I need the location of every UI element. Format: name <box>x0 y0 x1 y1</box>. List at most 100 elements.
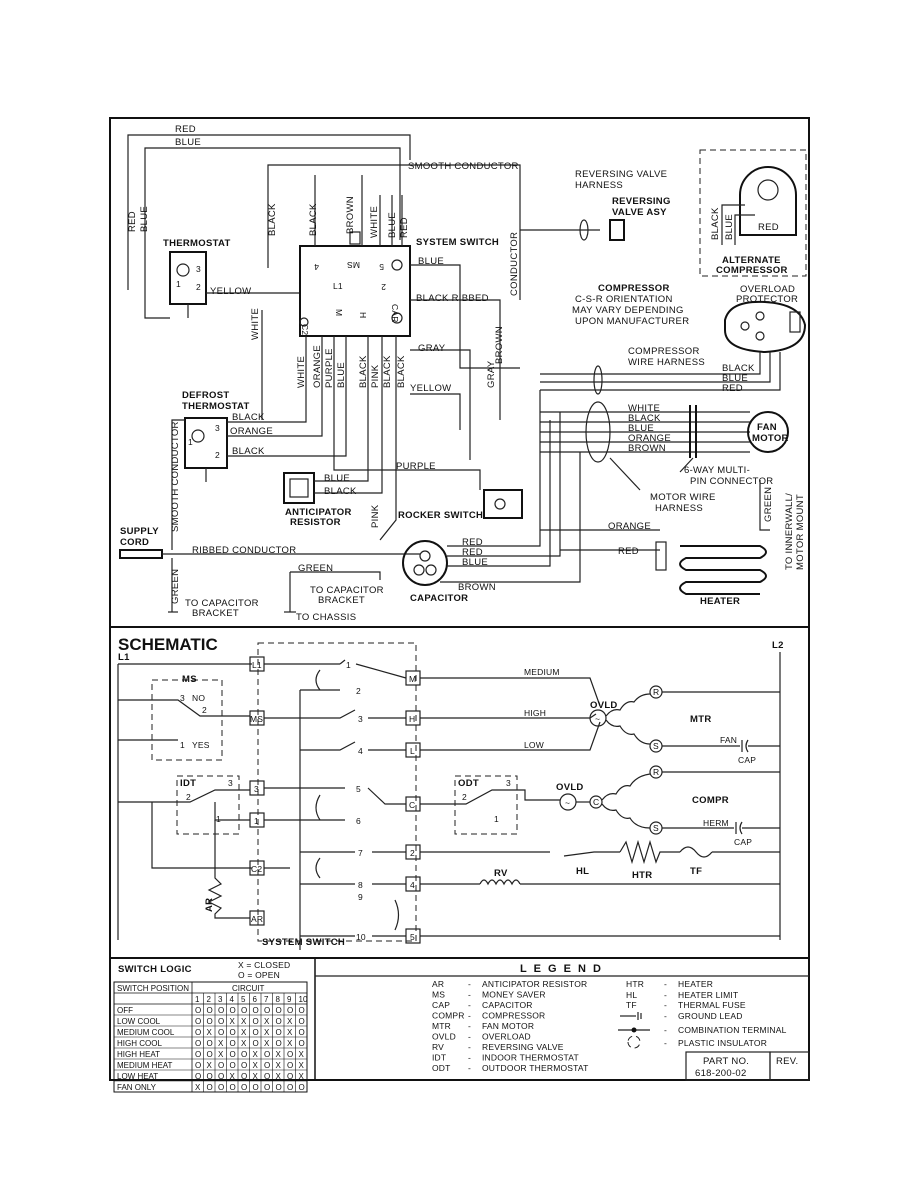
defrost-black-label-1: BLACK <box>232 412 265 423</box>
hl-label: HL <box>576 866 589 877</box>
logic-cell: O <box>195 1061 201 1070</box>
rv-asy-label-2: VALVE ASY <box>612 207 667 218</box>
wire-label-black-switch: BLACK <box>308 203 319 236</box>
ms-box <box>151 679 223 761</box>
logic-row-position: LOW COOL <box>117 1017 161 1026</box>
logic-cell: X <box>253 1072 259 1081</box>
compr-label: COMPR <box>692 795 729 806</box>
csr-note-2: MAY VARY DEPENDING <box>572 305 684 316</box>
legend-desc: OUTDOOR THERMOSTAT <box>482 1063 589 1073</box>
fan-cap-label: CAP <box>738 755 756 765</box>
logic-cell: X <box>287 1028 293 1037</box>
svg-text:1: 1 <box>494 814 499 824</box>
logic-cell: O <box>276 1028 282 1037</box>
svg-text:1: 1 <box>180 740 185 750</box>
odt-box <box>454 775 518 835</box>
logic-cell: O <box>276 1006 282 1015</box>
overload-label-2: PROTECTOR <box>736 294 798 305</box>
rev-box <box>769 1051 810 1081</box>
logic-cell: O <box>241 1083 247 1092</box>
logic-cell: O <box>195 1028 201 1037</box>
medium-label: MEDIUM <box>524 667 560 677</box>
comp-black-label: BLACK <box>722 363 755 374</box>
logic-cell: O <box>253 1017 259 1026</box>
left-terminals: L1 MS 3 1 C2 AR <box>249 656 265 926</box>
rv-asy-label-1: REVERSING <box>612 196 671 207</box>
logic-cell: X <box>287 1039 293 1048</box>
logic-cell: O <box>287 1083 293 1092</box>
legend-desc: OVERLOAD <box>482 1032 531 1042</box>
wire-label-gray: GRAY <box>418 343 446 354</box>
to-innerwall-2: MOTOR MOUNT <box>795 494 806 570</box>
system-switch-body <box>299 245 411 337</box>
thermostat: 3 1 2 <box>169 251 207 318</box>
svg-text:H: H <box>358 312 368 318</box>
legend-dash: - <box>664 1025 667 1035</box>
wire-label-orange-b: ORANGE <box>312 345 323 388</box>
legend-dash: - <box>468 1021 471 1031</box>
herm-cap-label: CAP <box>734 837 752 847</box>
logic-cell: X <box>253 1061 259 1070</box>
odt-label: ODT <box>458 778 479 789</box>
logic-cell: X <box>299 1061 305 1070</box>
logic-cell: X <box>253 1050 259 1059</box>
comp-red-label: RED <box>722 383 743 394</box>
wire-label-red-left: RED <box>127 211 138 232</box>
logic-col-position: SWITCH POSITION <box>117 984 189 993</box>
multi-pin-label-2: PIN CONNECTOR <box>690 476 773 487</box>
logic-cell: O <box>207 1050 213 1059</box>
ar-label-1: ANTICIPATOR <box>285 507 352 518</box>
logic-col-circuit: CIRCUIT <box>232 984 265 993</box>
wire-label-pink-b: PINK <box>370 364 381 388</box>
csr-note-3: UPON MANUFACTURER <box>575 316 689 327</box>
outer-frame <box>109 117 810 1081</box>
logic-cell: O <box>218 1083 224 1092</box>
htr-label: HTR <box>632 870 652 881</box>
idt-label: IDT <box>180 778 196 789</box>
svg-text:2: 2 <box>202 705 207 715</box>
wire-label-brown-switch: BROWN <box>345 196 356 234</box>
switch-logic-title: SWITCH LOGIC <box>118 964 192 975</box>
wire-label-purple-b: PURPLE <box>324 348 335 388</box>
rev-label: REV. <box>776 1056 799 1067</box>
legend-dash: - <box>468 979 471 989</box>
logic-cell: O <box>299 1006 305 1015</box>
contact-6: 6 <box>356 816 361 826</box>
svg-text:4: 4 <box>314 262 319 272</box>
logic-cell: X <box>218 1039 224 1048</box>
logic-cell: X <box>299 1050 305 1059</box>
legend-abbr: ODT <box>432 1063 451 1073</box>
alt-black-label: BLACK <box>710 207 721 240</box>
logic-cell: X <box>207 1061 213 1070</box>
multi-pin-label-1: 6-WAY MULTI- <box>684 465 750 476</box>
contact-1: 1 <box>346 660 351 670</box>
logic-cell: X <box>195 1083 201 1092</box>
logic-circuit-header: 10 <box>299 995 308 1004</box>
svg-text:2: 2 <box>462 792 467 802</box>
logic-cell: O <box>299 1017 305 1026</box>
legend-dash: - <box>468 1032 471 1042</box>
switch-contacts: 1 2 3 4 5 6 7 8 9 10 <box>264 659 407 950</box>
logic-cell: X <box>241 1028 247 1037</box>
term-h: H <box>409 714 415 724</box>
to-innerwall-1: TO INNERWALL/ <box>784 493 795 570</box>
to-chassis-label: TO CHASSIS <box>296 612 356 623</box>
logic-cell: O <box>218 1006 224 1015</box>
logic-row-position: LOW HEAT <box>117 1072 158 1081</box>
ar-label-2: RESISTOR <box>290 517 341 528</box>
rocker-switch-label: ROCKER SWITCH <box>398 510 483 521</box>
part-no-label: PART NO. <box>703 1056 749 1067</box>
cap-red-label-1: RED <box>462 537 483 548</box>
defrost-black-label-2: BLACK <box>232 446 265 457</box>
legend-dash: - <box>468 1063 471 1073</box>
schematic-section: SCHEMATIC L1 L2 SYSTEM SWITCH L1 MS 3 1 … <box>117 635 783 950</box>
alt-blue-label: BLUE <box>724 214 735 240</box>
logic-cell: O <box>218 1028 224 1037</box>
heater-red-label: RED <box>618 546 639 557</box>
logic-cell: X <box>230 1072 236 1081</box>
legend-desc: COMPRESSOR <box>482 1011 545 1021</box>
fan-label: FAN <box>720 735 737 745</box>
